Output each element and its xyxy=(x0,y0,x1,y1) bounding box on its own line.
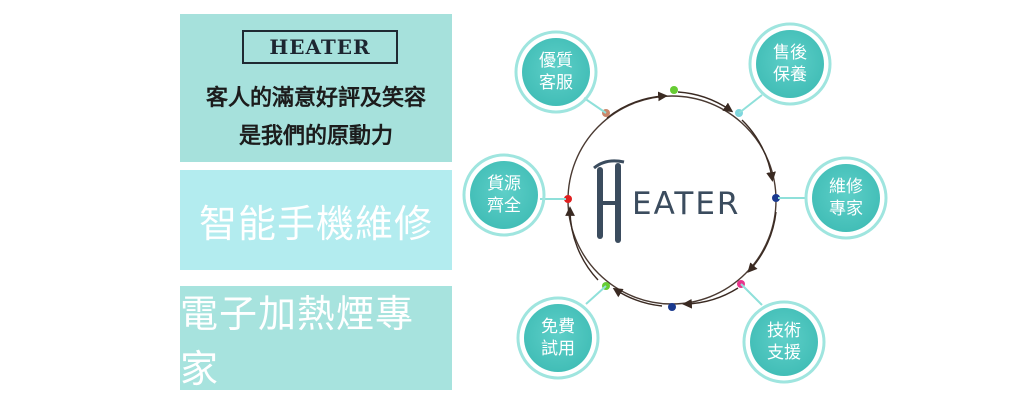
slogan-line-2: 是我們的原動力 xyxy=(238,124,393,149)
node-label-free-trial: 免費 試用 xyxy=(541,317,575,359)
node-connector xyxy=(585,285,607,305)
node-free-trial xyxy=(516,296,600,380)
slogan-line-1: 客人的滿意好評及笑容 xyxy=(205,86,426,111)
headline-panel-phone-repair: 智能手機維修 xyxy=(180,170,452,270)
cycle-dot xyxy=(772,194,780,202)
node-label-full-stock: 貨源 齊全 xyxy=(487,174,521,216)
headline-panel-heated-tobacco: 電子加熱煙專家 xyxy=(180,286,452,391)
cycle-dot xyxy=(564,195,572,203)
headline-heated-tobacco: 電子加熱煙專家 xyxy=(180,292,415,391)
node-premium-service xyxy=(514,30,598,114)
service-cycle-diagram xyxy=(462,22,888,384)
cycle-arrow-2 xyxy=(677,91,734,113)
headline-phone-repair: 智能手機維修 xyxy=(198,201,433,246)
cycle-arrow-4 xyxy=(747,211,777,273)
cycle-arrow-6 xyxy=(612,287,663,307)
node-label-after-sales: 售後 保養 xyxy=(773,43,807,85)
node-label-premium-service: 優質 客服 xyxy=(539,51,573,93)
cycle-dot xyxy=(668,303,676,311)
heater-logo-text: EATER xyxy=(632,186,741,222)
node-connector xyxy=(583,97,607,114)
cycle-arrow-1 xyxy=(606,91,668,119)
cycle-arrow-7 xyxy=(565,206,599,281)
node-label-repair-expert: 維修 專家 xyxy=(829,177,863,219)
cycle-arrow-5 xyxy=(682,287,739,309)
node-tech-support xyxy=(742,300,826,384)
node-label-tech-support: 技術 支援 xyxy=(767,321,801,363)
node-connector xyxy=(740,283,763,306)
node-after-sales xyxy=(748,22,832,106)
cycle-dot xyxy=(670,86,678,94)
node-full-stock xyxy=(462,153,546,237)
slogan-panel: HEATER 客人的滿意好評及笑容 是我們的原動力 xyxy=(180,14,452,162)
node-repair-expert xyxy=(804,156,888,240)
cycle-arrow-3 xyxy=(741,119,776,182)
heater-logo-h xyxy=(593,159,625,243)
node-connector xyxy=(738,94,763,114)
brand-name-box: HEATER xyxy=(242,30,398,64)
